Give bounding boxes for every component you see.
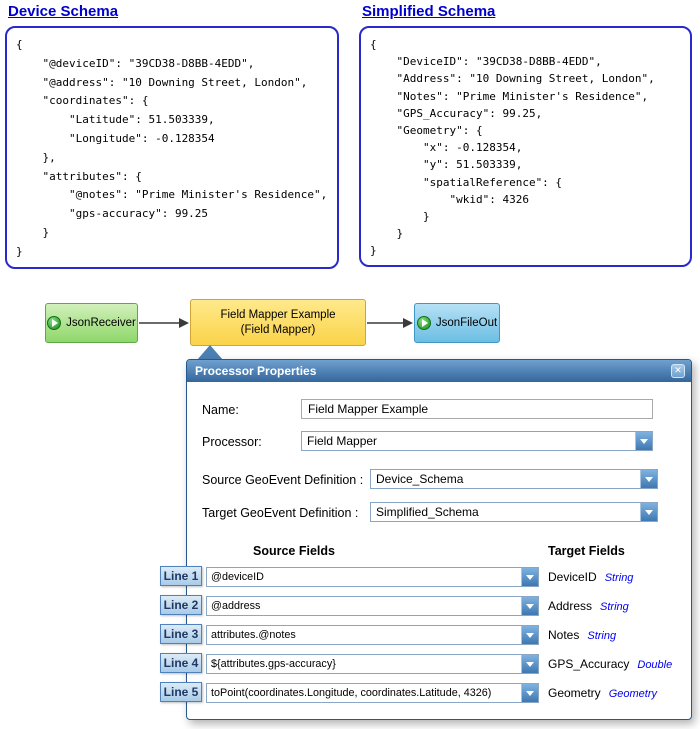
dialog-callout-pointer <box>197 345 223 360</box>
source-field-value: toPoint(coordinates.Longitude, coordinat… <box>211 687 492 699</box>
source-field-value: @deviceID <box>211 571 264 583</box>
target-field-type: String <box>604 572 634 584</box>
target-field-type: Double <box>637 659 673 671</box>
line-2-badge: Line 2 <box>160 595 202 615</box>
target-field-name: Address <box>548 599 593 613</box>
target-field: GPS_Accuracy Double <box>548 657 672 671</box>
name-input[interactable]: Field Mapper Example <box>301 399 653 419</box>
source-field-dropdown[interactable]: @deviceID <box>206 567 539 587</box>
processor-dropdown-value: Field Mapper <box>307 434 378 448</box>
simplified-schema-title: Simplified Schema <box>362 3 496 20</box>
target-field-type: String <box>600 601 629 613</box>
target-field: DeviceID String <box>548 570 633 584</box>
dialog-titlebar[interactable]: Processor Properties <box>187 360 691 382</box>
target-field-type: String <box>587 630 617 642</box>
target-definition-dropdown[interactable]: Simplified_Schema <box>370 502 658 522</box>
flow-arrow <box>367 318 413 328</box>
chevron-down-icon[interactable] <box>640 470 657 488</box>
flow-node-jsonfileout[interactable]: JsonFileOut <box>414 303 500 343</box>
source-field-dropdown[interactable]: ${attributes.gps-accuracy} <box>206 654 539 674</box>
simplified-schema-box: { "DeviceID": "39CD38-D8BB-4EDD", "Addre… <box>359 26 692 267</box>
source-field-value: @address <box>211 600 261 612</box>
target-definition-label: Target GeoEvent Definition : <box>202 506 359 520</box>
source-definition-dropdown[interactable]: Device_Schema <box>370 469 658 489</box>
target-field-name: DeviceID <box>548 570 597 584</box>
target-field-type: Geometry <box>608 688 657 700</box>
chevron-down-icon[interactable] <box>521 597 538 615</box>
chevron-down-icon[interactable] <box>521 655 538 673</box>
target-field-name: GPS_Accuracy <box>548 657 630 671</box>
target-definition-value: Simplified_Schema <box>376 505 479 519</box>
flow-node-label: Field Mapper Example <box>220 309 336 321</box>
simplified-schema-code: { "DeviceID": "39CD38-D8BB-4EDD", "Addre… <box>370 38 655 258</box>
dialog-title: Processor Properties <box>195 364 317 378</box>
flow-node-sublabel: (Field Mapper) <box>240 324 316 336</box>
flow-node-label: JsonFileOut <box>435 317 498 329</box>
target-fields-header: Target Fields <box>548 544 625 558</box>
chevron-down-icon[interactable] <box>640 503 657 521</box>
chevron-down-icon[interactable] <box>521 626 538 644</box>
line-4-badge: Line 4 <box>160 653 202 673</box>
source-field-value: attributes.@notes <box>211 629 296 641</box>
target-field-name: Geometry <box>548 686 601 700</box>
target-field: Notes String <box>548 628 616 642</box>
line-1-badge: Line 1 <box>160 566 202 586</box>
device-schema-box: { "@deviceID": "39CD38-D8BB-4EDD", "@add… <box>5 26 339 269</box>
flow-node-jsonreceiver[interactable]: JsonReceiver <box>45 303 138 343</box>
play-icon <box>416 316 431 330</box>
close-icon[interactable]: ✕ <box>671 364 685 378</box>
source-definition-label: Source GeoEvent Definition : <box>202 473 364 487</box>
target-field: Address String <box>548 599 629 613</box>
line-3-badge: Line 3 <box>160 624 202 644</box>
flow-node-fieldmapper[interactable]: Field Mapper Example (Field Mapper) <box>190 299 366 346</box>
processor-dropdown[interactable]: Field Mapper <box>301 431 653 451</box>
flow-node-label: JsonReceiver <box>66 317 136 329</box>
source-field-value: ${attributes.gps-accuracy} <box>211 658 336 670</box>
device-schema-code: { "@deviceID": "39CD38-D8BB-4EDD", "@add… <box>16 38 328 258</box>
source-fields-header: Source Fields <box>253 544 335 558</box>
processor-properties-dialog: Processor Properties ✕ Name: Field Mappe… <box>186 359 692 720</box>
device-schema-title: Device Schema <box>8 3 119 20</box>
line-5-badge: Line 5 <box>160 682 202 702</box>
target-field-name: Notes <box>548 628 580 642</box>
source-field-dropdown[interactable]: attributes.@notes <box>206 625 539 645</box>
chevron-down-icon[interactable] <box>521 684 538 702</box>
chevron-down-icon[interactable] <box>521 568 538 586</box>
play-icon <box>47 316 62 330</box>
source-field-dropdown[interactable]: @address <box>206 596 539 616</box>
processor-label: Processor: <box>202 435 262 449</box>
flow-arrow <box>139 318 189 328</box>
source-field-dropdown[interactable]: toPoint(coordinates.Longitude, coordinat… <box>206 683 539 703</box>
source-definition-value: Device_Schema <box>376 472 464 486</box>
target-field: Geometry Geometry <box>548 686 657 700</box>
name-label: Name: <box>202 403 239 417</box>
chevron-down-icon[interactable] <box>635 432 652 450</box>
